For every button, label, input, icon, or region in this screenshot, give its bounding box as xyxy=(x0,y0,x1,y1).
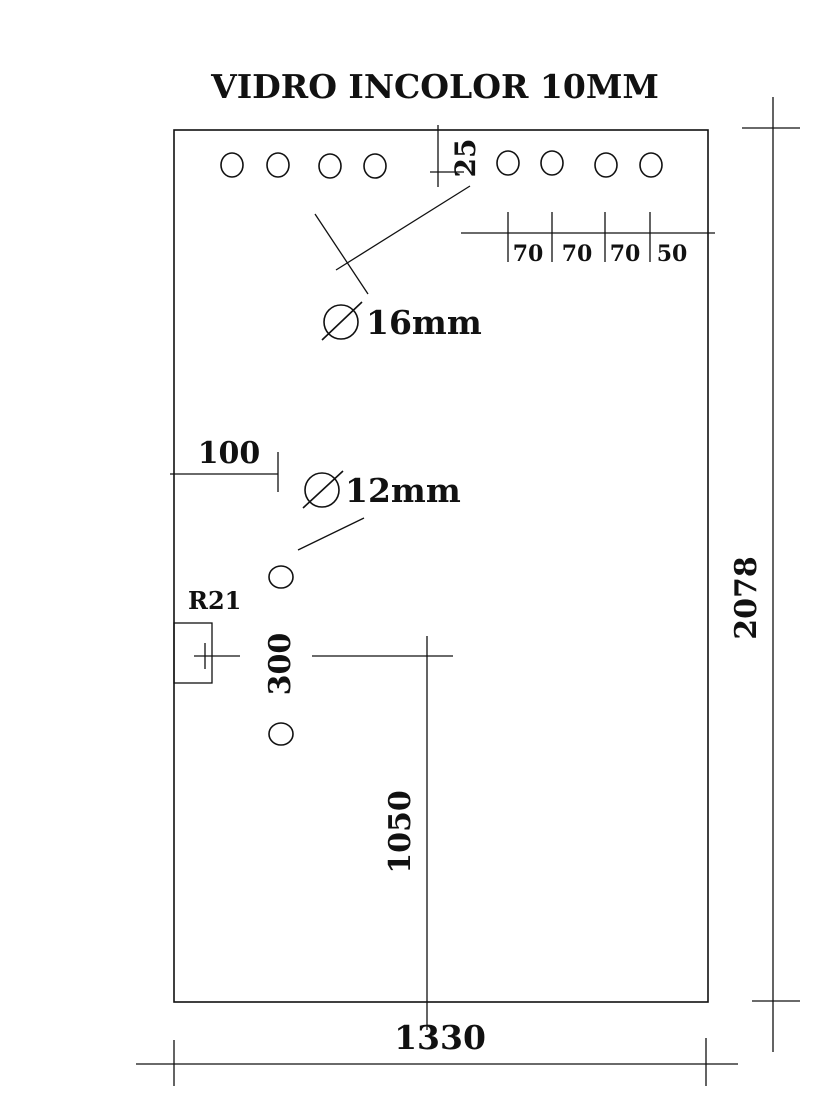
hole-16mm xyxy=(363,153,387,179)
left-offset-marker: 100 xyxy=(170,436,279,492)
glass-panel-outline xyxy=(173,129,709,1003)
diameter-symbol-icon xyxy=(304,472,340,508)
r21-notch: R21 xyxy=(173,586,241,684)
hole-16mm xyxy=(496,150,520,176)
hole-spacing-dimension: 70 70 70 50 xyxy=(461,212,715,267)
hole-16mm xyxy=(318,153,342,179)
top-hole-row-right xyxy=(496,150,663,178)
hole-12mm-upper xyxy=(268,565,294,589)
hole-12mm-lower xyxy=(268,722,294,746)
top-hole-row-left xyxy=(220,152,387,179)
dim-height: 2078 xyxy=(729,556,764,640)
handle-height-marker: 1050 xyxy=(312,636,453,1030)
dim-hole-spacing: 300 xyxy=(263,633,298,696)
dim-spacing-3: 70 xyxy=(610,241,641,267)
dim-spacing-2: 70 xyxy=(562,241,593,267)
dim-left-offset: 100 xyxy=(198,436,261,471)
hole-16mm xyxy=(266,152,290,178)
hole-16mm xyxy=(540,150,564,176)
dim-top-offset: 25 xyxy=(449,139,482,178)
top-offset-marker: 25 xyxy=(430,125,482,187)
drawing-title: VIDRO INCOLOR 10MM xyxy=(210,67,659,106)
hole-16mm xyxy=(639,152,663,178)
dim-handle-height: 1050 xyxy=(383,790,418,874)
diameter-symbol-icon xyxy=(323,304,359,340)
callout-small-hole: 12mm xyxy=(345,471,461,510)
small-hole-callout: 12mm xyxy=(297,470,461,551)
dim-spacing-4: 50 xyxy=(657,241,688,267)
hole-16mm xyxy=(594,152,618,178)
callout-large-hole: 16mm xyxy=(366,303,482,342)
hole-16mm xyxy=(220,152,244,178)
large-hole-callout: 16mm xyxy=(314,185,482,342)
callout-notch: R21 xyxy=(188,586,241,615)
height-dimension: 2078 xyxy=(729,97,800,1052)
dim-width: 1330 xyxy=(394,1018,486,1057)
width-dimension: 1330 xyxy=(136,1018,738,1086)
dim-spacing-1: 70 xyxy=(513,241,544,267)
